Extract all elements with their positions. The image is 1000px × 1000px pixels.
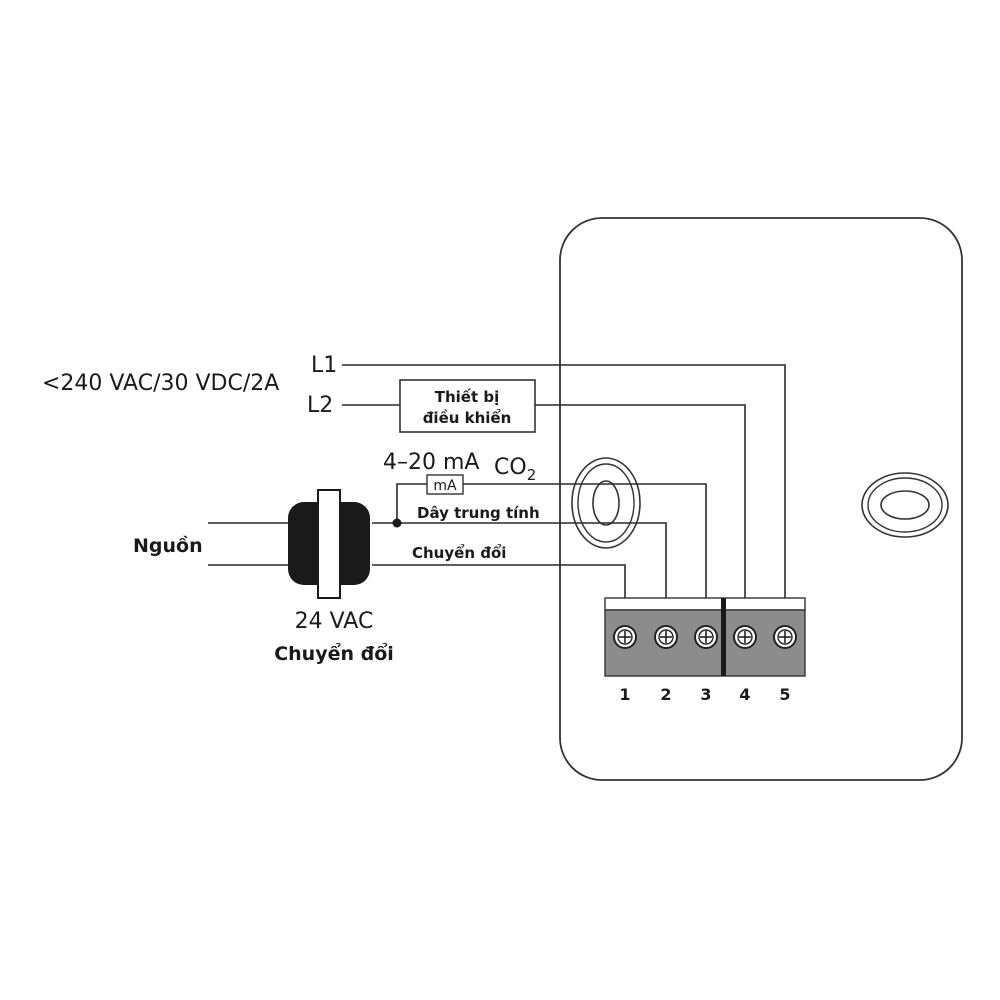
ma-meter-label: mA [433, 478, 457, 494]
signal-label: 4–20 mA [383, 450, 479, 475]
wires [208, 364, 786, 598]
transformer [288, 489, 370, 599]
wire-signal-left [396, 483, 427, 523]
wire-neutral-to-t2 [372, 522, 667, 598]
terminal-number-3: 3 [700, 685, 711, 704]
wire-l1 [342, 364, 786, 598]
terminal-numbers: 1 2 3 4 5 [619, 685, 790, 704]
co2-subscript: 2 [527, 466, 537, 484]
controller-label-line2: điều khiển [423, 408, 512, 427]
wire-switch-to-t1 [372, 564, 626, 598]
transformer-label: Chuyển đổi [274, 642, 394, 665]
ma-meter: mA [426, 474, 464, 495]
transformer-voltage-label: 24 VAC [295, 609, 374, 634]
co2-label: CO2 [494, 455, 536, 484]
l2-label: L2 [307, 393, 333, 418]
terminal-number-2: 2 [660, 685, 671, 704]
wire-signal-to-t3 [463, 483, 707, 598]
terminal-number-1: 1 [619, 685, 630, 704]
terminal-screw-4 [733, 625, 757, 649]
power-label: Nguồn [133, 534, 203, 557]
terminal-number-4: 4 [739, 685, 750, 704]
mounting-hole [861, 472, 949, 538]
switch-wire-label: Chuyển đổi [412, 543, 506, 562]
neutral-wire-label: Dây trung tính [417, 504, 540, 522]
terminal-number-5: 5 [779, 685, 790, 704]
supply-rating-label: <240 VAC/30 VDC/2A [42, 371, 279, 396]
terminal-screws [613, 625, 797, 649]
l1-label: L1 [311, 353, 337, 378]
controller-label-line1: Thiết bị [435, 387, 500, 406]
sensor-opening [571, 457, 641, 549]
terminal-screw-3 [694, 625, 718, 649]
terminal-screw-1 [613, 625, 637, 649]
controller-box: Thiết bị điều khiển [399, 379, 536, 433]
wire-controller-to-t4 [535, 404, 746, 598]
terminal-block [604, 597, 806, 677]
junction-dot [392, 518, 402, 528]
terminal-screw-2 [654, 625, 678, 649]
terminal-screw-5 [773, 625, 797, 649]
